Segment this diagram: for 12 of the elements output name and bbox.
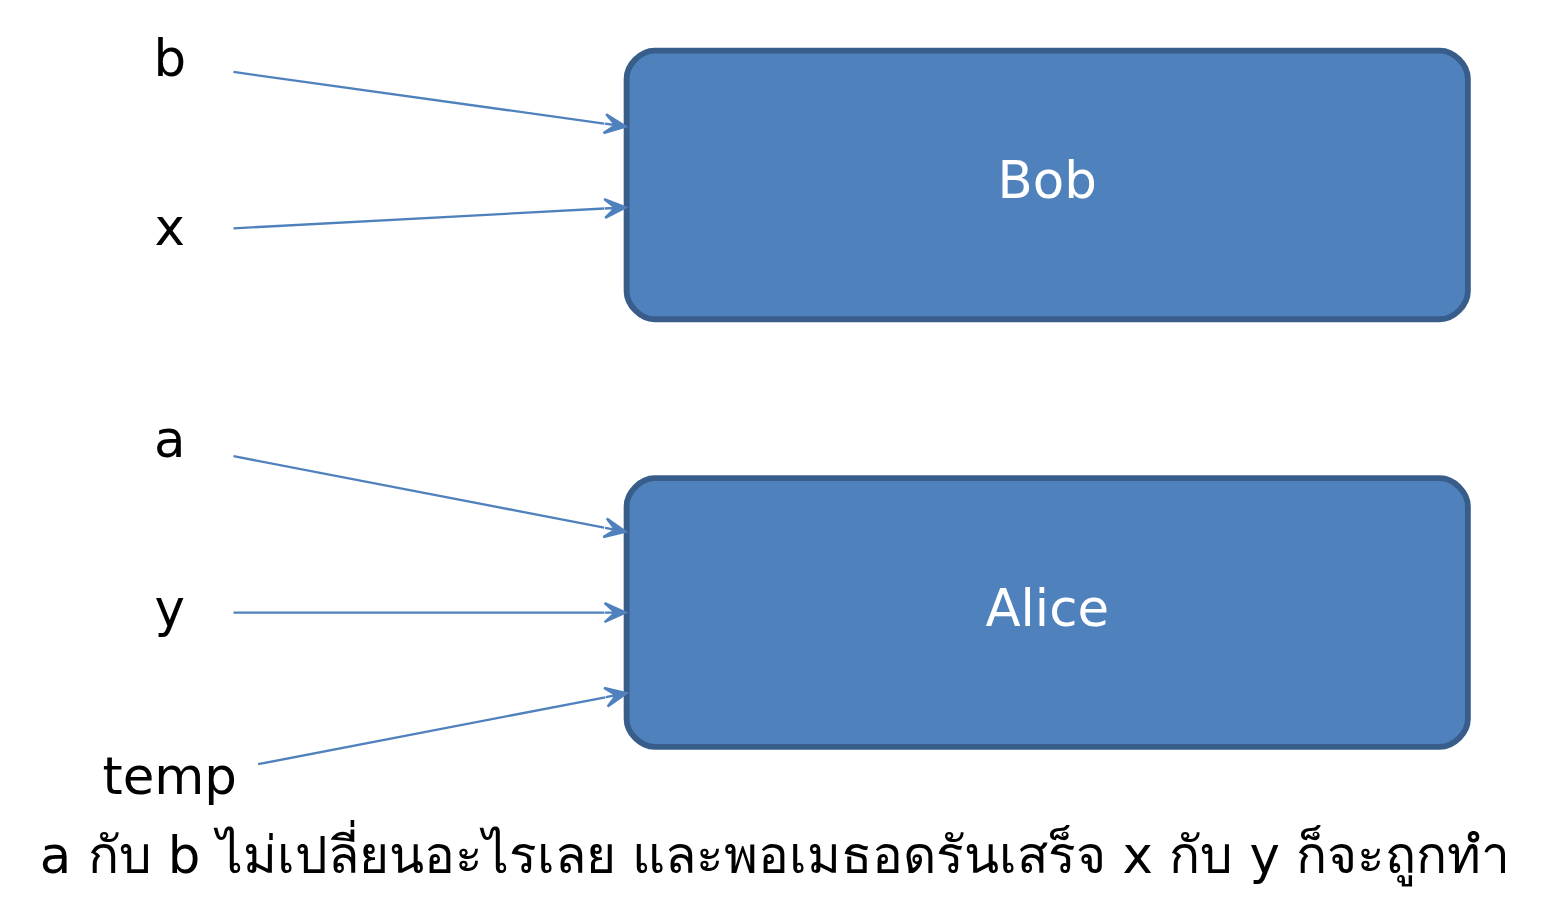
node-text: temp [102,745,237,806]
node-text: y [154,577,185,638]
arrow [233,70,627,134]
arrow [233,601,627,623]
arrow [257,686,628,765]
node-text: a [154,408,186,469]
node-box: Alice [623,474,1471,750]
arrow [233,454,627,538]
arrow [233,197,627,230]
node-text: b [153,28,187,88]
node-box: Bob [623,47,1471,322]
node-text: x [154,196,185,257]
